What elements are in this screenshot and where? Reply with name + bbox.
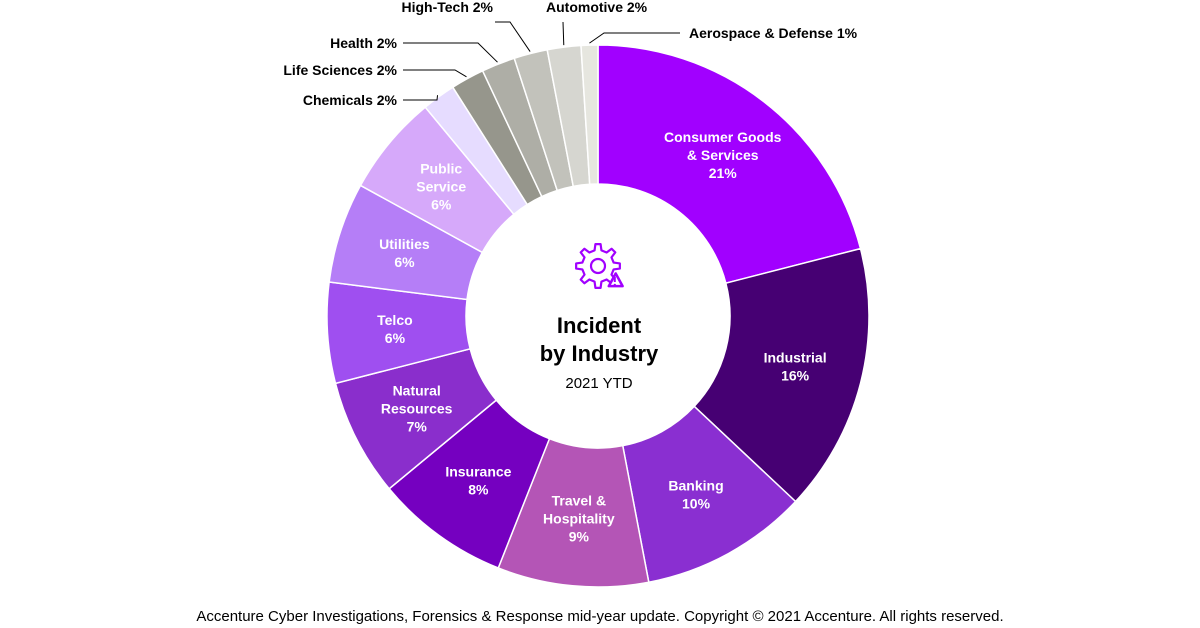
slice-label-health: Health 2%: [330, 35, 397, 51]
slice-label-natural-resources: 7%: [407, 418, 428, 434]
donut-center: [466, 184, 730, 448]
slice-label-public-service: Public: [420, 160, 462, 176]
slice-label-telco: 6%: [385, 330, 406, 346]
slice-label-utilities: 6%: [394, 254, 415, 270]
slice-label-natural-resources: Natural: [393, 382, 441, 398]
slice-label-consumer-goods-services: 21%: [709, 165, 738, 181]
slice-label-high-tech: High-Tech 2%: [401, 0, 493, 15]
leader-lines: [403, 21, 680, 101]
slice-label-travel-hospitality: 9%: [569, 529, 590, 545]
footer-copyright: Accenture Cyber Investigations, Forensic…: [196, 608, 1004, 625]
center-title-line-1: Incident: [557, 313, 642, 338]
leader-line-high-tech: [495, 21, 531, 52]
slice-label-chemicals: Chemicals 2%: [303, 92, 398, 108]
leader-line-automotive: [562, 21, 565, 46]
slice-label-life-sciences: Life Sciences 2%: [283, 62, 397, 78]
slice-label-automotive: Automotive 2%: [546, 0, 648, 15]
gear-warning-icon: [575, 243, 624, 289]
slice-label-natural-resources: Resources: [381, 400, 453, 416]
leader-line-life-sciences: [403, 69, 467, 78]
slice-label-banking: 10%: [682, 495, 711, 511]
slice-label-travel-hospitality: Travel &: [552, 493, 606, 509]
slice-label-industrial: 16%: [781, 368, 810, 384]
slice-label-consumer-goods-services: & Services: [687, 147, 759, 163]
slice-label-utilities: Utilities: [379, 236, 430, 252]
slice-label-aerospace-defense: Aerospace & Defense 1%: [689, 25, 858, 41]
leader-line-chemicals: [403, 95, 439, 101]
slice-label-insurance: Insurance: [445, 464, 511, 480]
center-title-line-2: by Industry: [540, 341, 659, 366]
leader-line-aerospace-defense: [589, 32, 680, 44]
slice-label-insurance: 8%: [468, 482, 489, 498]
center-subtitle: 2021 YTD: [565, 375, 632, 392]
leader-line-health: [403, 42, 498, 63]
slice-label-industrial: Industrial: [764, 350, 827, 366]
slice-label-consumer-goods-services: Consumer Goods: [664, 129, 782, 145]
slice-label-public-service: Service: [416, 178, 466, 194]
slice-labels: Consumer Goods & Services 21% Industrial 16%…: [283, 0, 857, 545]
slice-label-banking: Banking: [668, 477, 723, 493]
slice-label-telco: Telco: [377, 312, 413, 328]
slice-label-public-service: 6%: [431, 196, 452, 212]
slice-label-travel-hospitality: Hospitality: [543, 511, 615, 527]
